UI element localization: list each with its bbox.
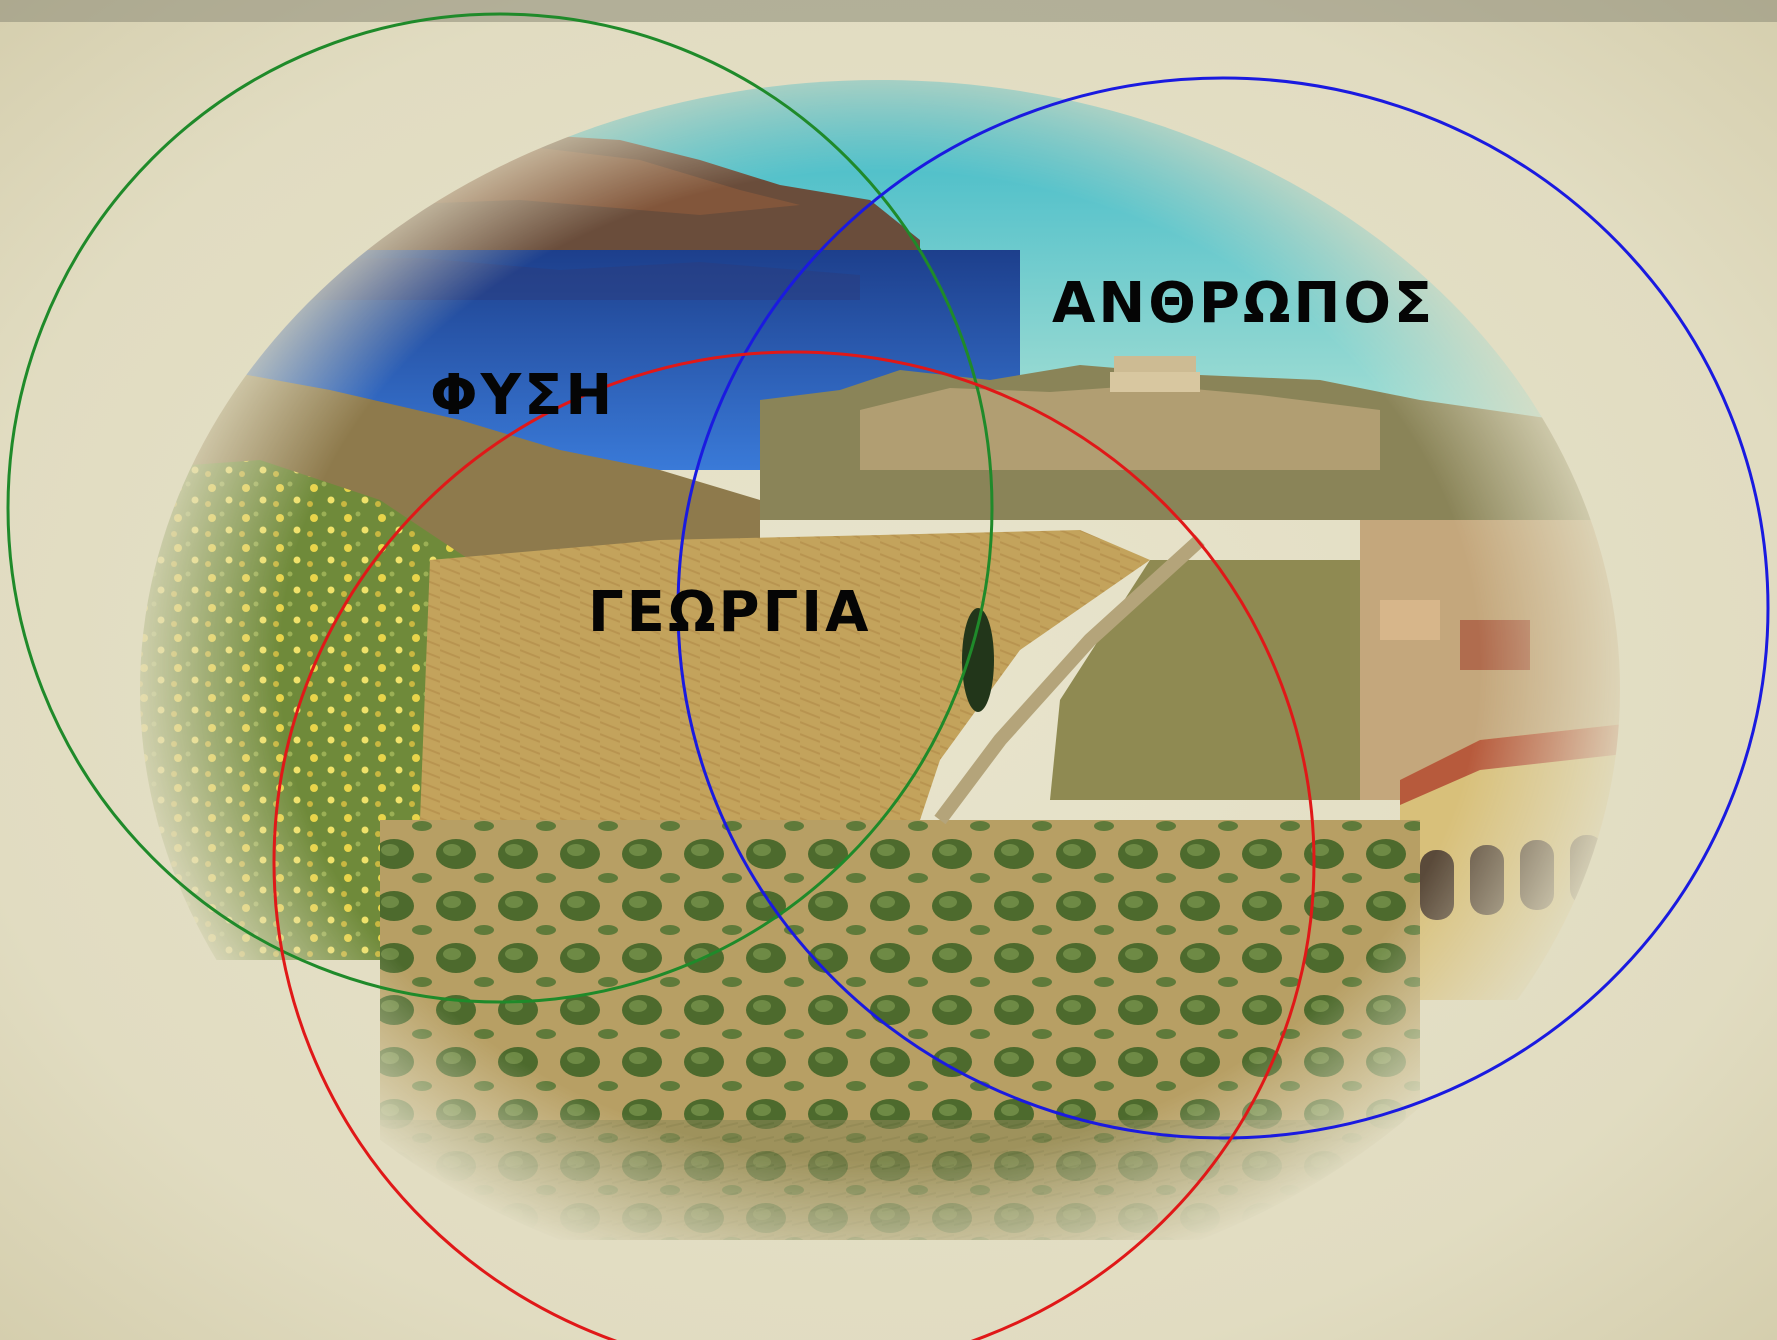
agriculture-label: ΓΕΩΡΓΙΑ [588,585,871,641]
human-label: ΑΝΘΡΩΠΟΣ [1052,276,1435,332]
nature-label: ΦΥΣΗ [430,368,615,424]
parthenon [1110,372,1200,392]
torn-top-edge [0,0,1777,22]
